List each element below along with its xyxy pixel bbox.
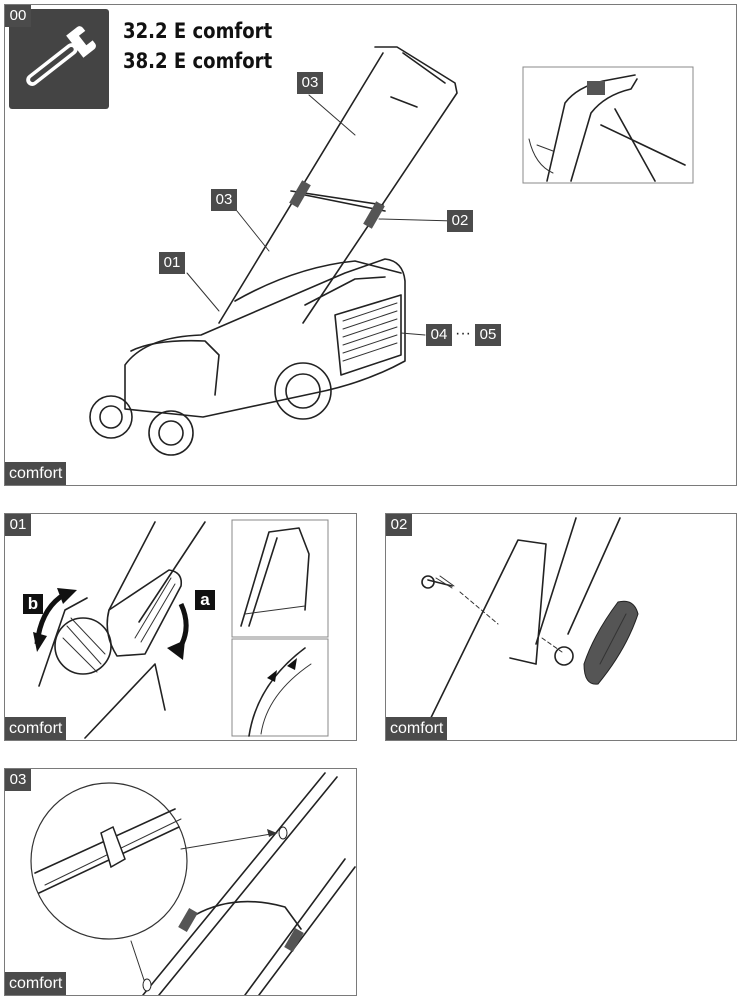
arrow-label-a: a <box>195 590 215 610</box>
arrow-label-b: b <box>23 594 43 614</box>
cable-clip-illustration <box>30 772 356 995</box>
panel-03-cable-clip: 03 comfort <box>4 768 357 996</box>
callout-03-upper: 03 <box>297 72 323 94</box>
panel-footer: comfort <box>5 972 67 995</box>
wrench-icon <box>9 9 109 109</box>
panel-01-height-adjust: 01 b a comfort <box>4 513 357 741</box>
lawnmower-illustration <box>89 46 694 456</box>
panel-number: 01 <box>5 514 31 536</box>
lever-assembly-illustration <box>421 517 639 737</box>
model-name-2: 38.2 E comfort <box>123 49 273 73</box>
height-adjust-illustration <box>33 519 329 739</box>
callout-05: 05 <box>475 324 501 346</box>
panel-02-lever-assembly: 02 comfort <box>385 513 737 741</box>
callout-04: 04 <box>426 324 452 346</box>
panel-number: 02 <box>386 514 412 536</box>
callout-03-lower: 03 <box>211 189 237 211</box>
panel-footer: comfort <box>5 717 67 740</box>
callout-01: 01 <box>159 252 185 274</box>
panel-number: 03 <box>5 769 31 791</box>
panel-footer: comfort <box>386 717 448 740</box>
panel-00-overview: 00 32.2 E comfort 38.2 E comfort <box>4 4 737 486</box>
panel-number: 00 <box>5 5 31 27</box>
model-name-1: 32.2 E comfort <box>123 19 273 43</box>
callout-02: 02 <box>447 210 473 232</box>
range-separator: ··· <box>455 325 471 342</box>
panel-footer: comfort <box>5 462 67 485</box>
